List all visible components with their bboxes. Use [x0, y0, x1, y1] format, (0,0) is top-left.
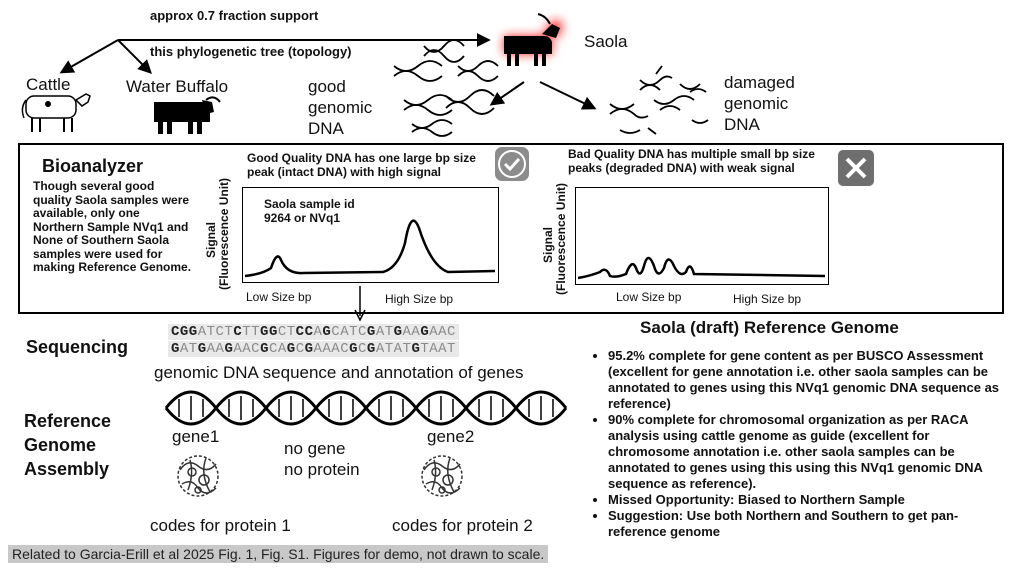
close-icon — [838, 150, 874, 186]
bad-plot-ylabel: Signal(Fluorescence Unit) — [541, 182, 568, 295]
bullet-busco: 95.2% complete for gene content as per B… — [608, 348, 1013, 412]
seq_line2-segment: G — [171, 341, 180, 357]
reference-genome-bullets: 95.2% complete for gene content as per B… — [590, 348, 1013, 540]
protein-2-icon — [421, 455, 463, 497]
good-dna-icon — [393, 39, 499, 137]
branch-to-cattle — [59, 39, 119, 74]
bioanalyzer-title: Bioanalyzer — [42, 156, 144, 176]
reference-genome-title: Saola (draft) Reference Genome — [640, 318, 899, 337]
gene1-label: gene1 — [172, 427, 220, 446]
seq_line1-segment: GG — [260, 324, 278, 340]
seq_line1-segment: A — [313, 324, 323, 340]
bad-plot-low-size: Low Size bp — [616, 290, 682, 304]
seq_line1-segment: CT — [277, 324, 296, 340]
bullet-raca: 90% complete for chromosomal organizatio… — [608, 412, 1013, 492]
seq_line1-segment: AA — [402, 324, 421, 340]
good-quality-caption: Good Quality DNA has one large bp size p… — [247, 151, 476, 179]
support-label: approx 0.7 fraction support — [150, 8, 319, 23]
seq_line1-segment: G — [393, 324, 403, 340]
tree-label: this phylogenetic tree (topology) — [150, 44, 352, 59]
cattle-label: Cattle — [26, 75, 71, 94]
phylogeny-tree-lines — [21, 13, 709, 137]
seq_line2-segment: G — [349, 341, 359, 357]
seq_line2-segment: G — [411, 341, 421, 357]
check-icon — [495, 147, 529, 181]
seq_line2-segment: AT — [179, 341, 198, 357]
good-plot-low-size: Low Size bp — [246, 290, 312, 304]
seq_line1-segment: AAC — [429, 324, 456, 340]
bad-plot-area — [575, 187, 829, 285]
footer-caption: Related to Garcia-Erill et al 2025 Fig. … — [8, 545, 549, 563]
water-buffalo-icon — [154, 96, 221, 134]
seq_line2-segment: G — [286, 341, 296, 357]
seq_line2-segment: CA — [268, 341, 287, 357]
seq_line2-segment: G — [197, 341, 207, 357]
protein-1-label: codes for protein 1 — [150, 516, 291, 535]
seq_line1-segment: AT — [375, 324, 394, 340]
seq_line2-segment: G — [366, 341, 376, 357]
bullet-missed-opportunity: Missed Opportunity: Biased to Northern S… — [608, 492, 1013, 508]
seq_line2-segment: TAAT — [420, 341, 456, 357]
seq_line1-segment: G — [322, 324, 332, 340]
saola-label: Saola — [584, 32, 628, 51]
gene2-label: gene2 — [427, 427, 475, 446]
good-plot-ylabel: Signal(Fluorescence Unit) — [204, 177, 231, 290]
seq_line2-segment: G — [304, 341, 314, 357]
bioanalyzer-description: Though several good quality Saola sample… — [33, 179, 192, 274]
seq_line2-segment: AA — [206, 341, 225, 357]
good-plot-high-size: High Size bp — [385, 292, 454, 306]
bad-plot-high-size: High Size bp — [733, 292, 802, 306]
seq_line1-segment: CATC — [331, 324, 367, 340]
seq_line2-segment: G — [224, 341, 234, 357]
seq_line1-segment: ATCT — [197, 324, 234, 340]
seq_line2-segment: C — [295, 341, 305, 357]
seq_line1-segment: TT — [242, 324, 261, 340]
bioanalyzer-panel — [18, 143, 1004, 314]
seq_line2-segment: ATAT — [375, 341, 412, 357]
sequence-line-1: CGGATCTCTTGGCTCCAGCATCGATGAAGAAC — [168, 324, 459, 340]
branch-to-buffalo — [117, 39, 152, 74]
seq_line2-segment: G — [260, 341, 269, 357]
seq_line2-segment: AAC — [233, 341, 261, 357]
bullet-suggestion: Suggestion: Use both Northern and Southe… — [608, 508, 1013, 540]
seq_line1-segment: G — [420, 324, 430, 340]
bad-quality-caption: Bad Quality DNA has multiple small bp si… — [568, 147, 815, 175]
damaged-dna-icon — [609, 65, 709, 135]
good-plot-area — [242, 187, 499, 283]
protein-2-label: codes for protein 2 — [392, 516, 533, 535]
water-buffalo-label: Water Buffalo — [126, 77, 229, 96]
seq_line1-segment: CC — [295, 324, 314, 340]
arrow-to-damaged-dna — [539, 81, 597, 110]
saola-icon — [504, 13, 562, 66]
seq_line2-segment: C — [358, 341, 367, 357]
cattle-icon — [21, 93, 91, 132]
sequence-line-2: GATGAAGAACGCAGCGAAACGCGATATGTAAT — [168, 341, 459, 357]
good-plot-trace — [244, 219, 496, 278]
seq_line2-segment: AAAC — [313, 341, 350, 357]
sequencing-label: Sequencing — [26, 337, 129, 357]
down-arrow-icon — [354, 286, 366, 322]
seq_line1-segment: CGG — [171, 324, 198, 340]
seq_line1-segment: G — [366, 324, 376, 340]
bad-plot-trace — [577, 256, 826, 280]
annotation-caption: genomic DNA sequence and annotation of g… — [154, 363, 524, 382]
seq_line1-segment: C — [233, 324, 243, 340]
arrow-to-good-dna — [489, 81, 525, 106]
protein-1-icon — [177, 455, 219, 497]
dna-helix-icon — [164, 390, 568, 426]
